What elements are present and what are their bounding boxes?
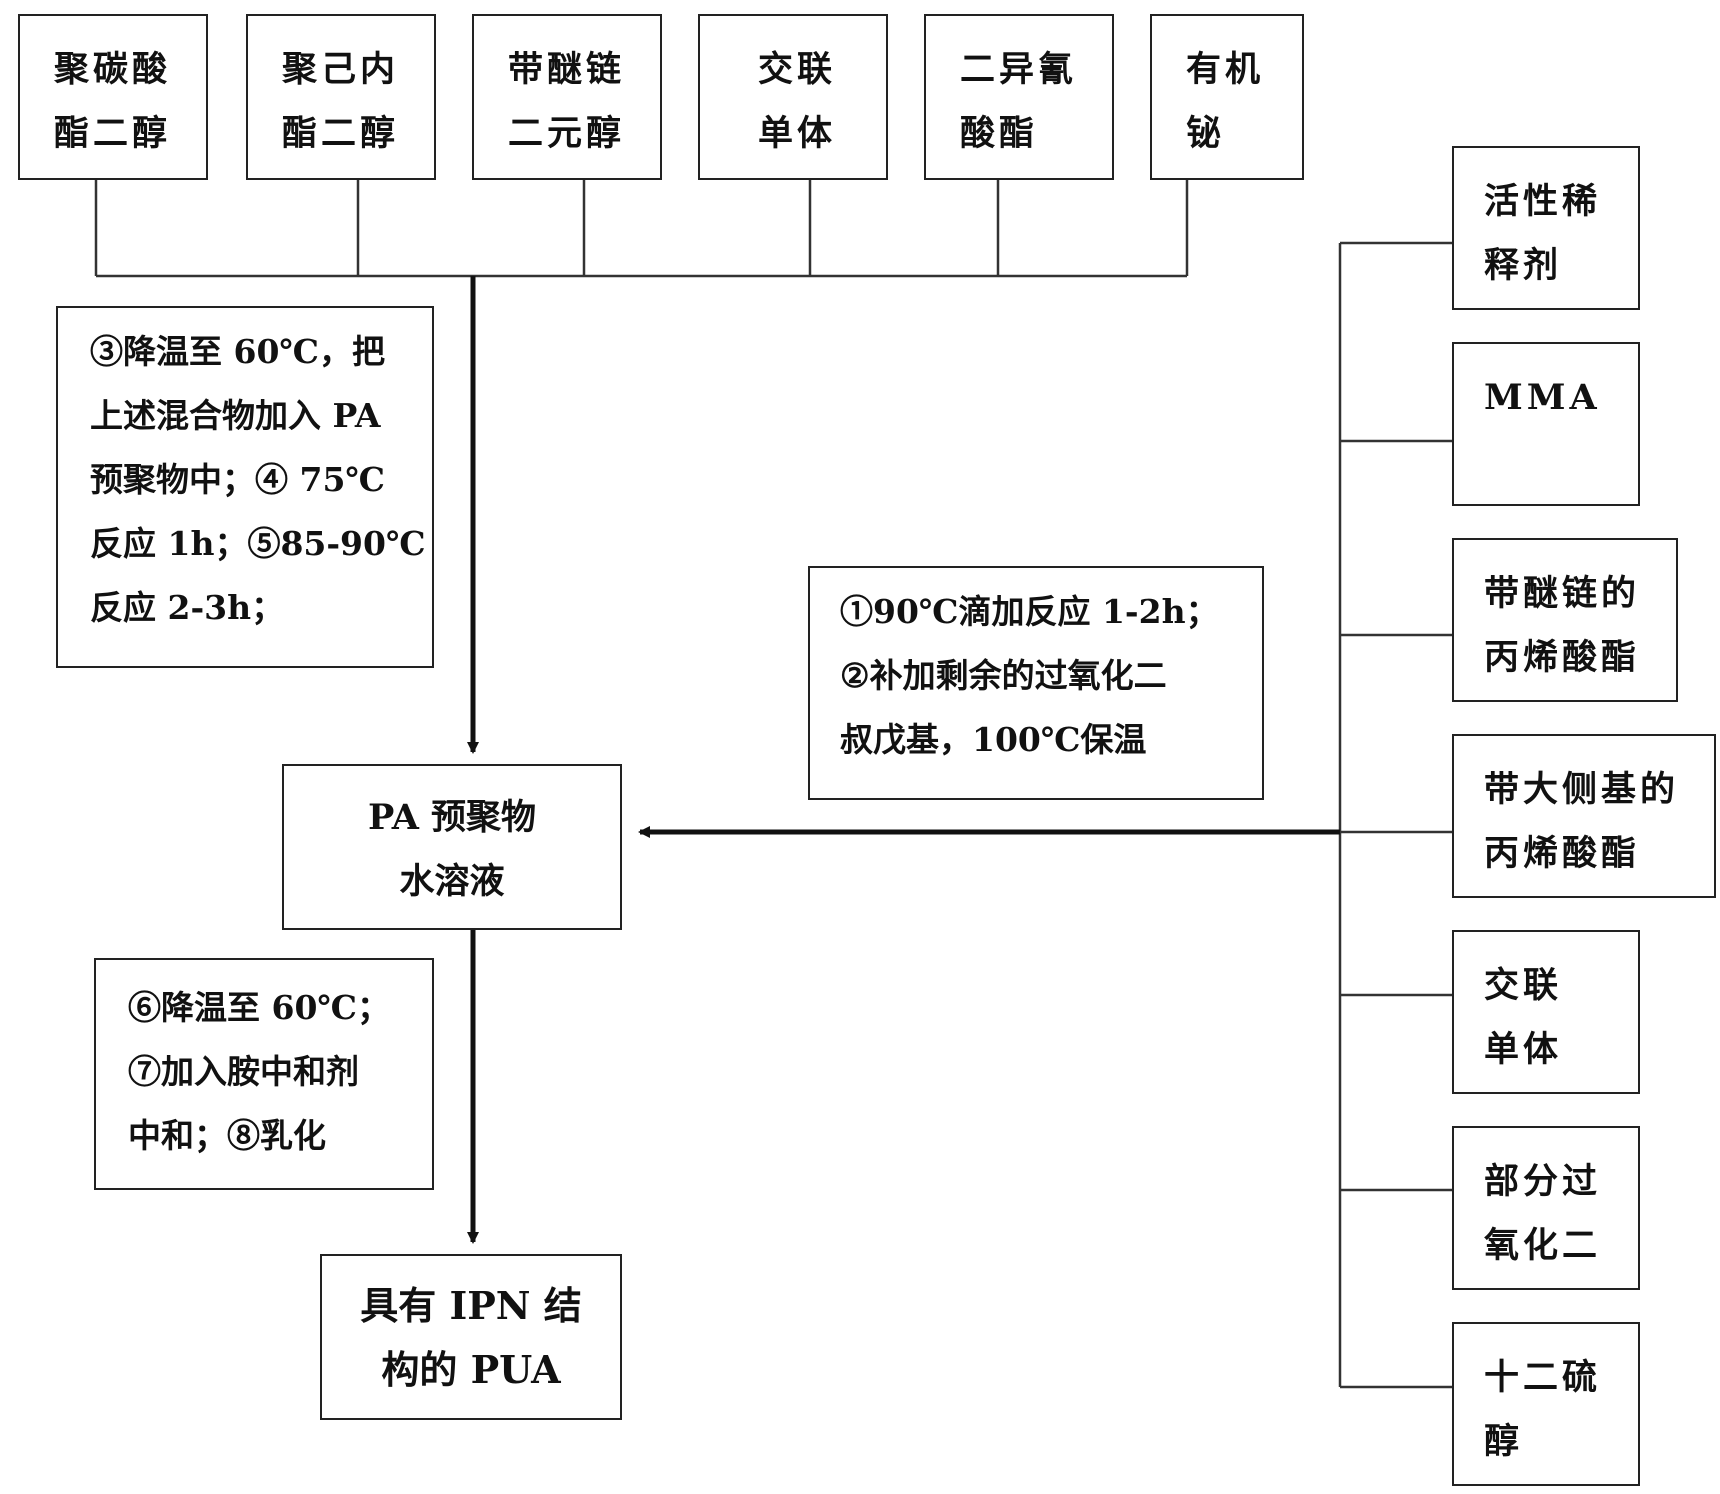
note-steps-3-5: ③降温至 60℃，把 上述混合物加入 PA 预聚物中；④ 75℃ 反应 1h；⑤…: [56, 306, 434, 668]
input-polycarbonate-diol: 聚碳酸 酯二醇: [18, 14, 208, 180]
input-ether-chain-acrylate-label: 带醚链的 丙烯酸酯: [1484, 573, 1641, 678]
node-pa-prepolymer-solution: PA 预聚物 水溶液: [282, 764, 622, 930]
input-reactive-diluent-label: 活性稀 释剂: [1484, 181, 1602, 286]
input-bulky-side-group-acrylate: 带大侧基的 丙烯酸酯: [1452, 734, 1716, 898]
input-dodecanethiol-label: 十二硫 醇: [1484, 1357, 1602, 1462]
input-ether-chain-diol-label: 带醚链 二元醇: [508, 49, 626, 154]
input-polycarbonate-diol-label: 聚碳酸 酯二醇: [54, 49, 172, 154]
node-ipn-pua-product: 具有 IPN 结 构的 PUA: [320, 1254, 622, 1420]
input-partial-peroxide-label: 部分过 氧化二: [1484, 1161, 1602, 1266]
note-steps-3-5-text: ③降温至 60℃，把 上述混合物加入 PA 预聚物中；④ 75℃ 反应 1h；⑤…: [90, 332, 426, 627]
input-dodecanethiol: 十二硫 醇: [1452, 1322, 1640, 1486]
input-organic-bismuth: 有机 铋: [1150, 14, 1304, 180]
input-ether-chain-diol: 带醚链 二元醇: [472, 14, 662, 180]
note-steps-1-2-text: ①90℃滴加反应 1-2h； ②补加剩余的过氧化二 叔戊基，100℃保温: [840, 592, 1219, 759]
input-reactive-diluent: 活性稀 释剂: [1452, 146, 1640, 310]
input-crosslink-monomer-top: 交联 单体: [698, 14, 888, 180]
input-ether-chain-acrylate: 带醚链的 丙烯酸酯: [1452, 538, 1678, 702]
input-crosslink-monomer-right: 交联 单体: [1452, 930, 1640, 1094]
input-diisocyanate-label: 二异氰 酸酯: [960, 49, 1078, 154]
node-pa-prepolymer-solution-label: PA 预聚物 水溶液: [367, 797, 537, 902]
input-diisocyanate: 二异氰 酸酯: [924, 14, 1114, 180]
input-bulky-side-group-acrylate-label: 带大侧基的 丙烯酸酯: [1484, 769, 1680, 874]
input-polycaprolactone-diol: 聚己内 酯二醇: [246, 14, 436, 180]
input-organic-bismuth-label: 有机 铋: [1186, 49, 1265, 154]
input-mma-label: MMA: [1484, 377, 1601, 418]
input-mma: MMA: [1452, 342, 1640, 506]
input-partial-peroxide: 部分过 氧化二: [1452, 1126, 1640, 1290]
input-crosslink-monomer-right-label: 交联 单体: [1484, 965, 1563, 1070]
input-polycaprolactone-diol-label: 聚己内 酯二醇: [282, 49, 400, 154]
input-crosslink-monomer-top-label: 交联 单体: [758, 49, 837, 154]
node-ipn-pua-product-label: 具有 IPN 结 构的 PUA: [360, 1283, 582, 1392]
note-steps-6-8-text: ⑥降温至 60℃； ⑦加入胺中和剂 中和；⑧乳化: [128, 988, 390, 1155]
note-steps-6-8: ⑥降温至 60℃； ⑦加入胺中和剂 中和；⑧乳化: [94, 958, 434, 1190]
note-steps-1-2: ①90℃滴加反应 1-2h； ②补加剩余的过氧化二 叔戊基，100℃保温: [808, 566, 1264, 800]
